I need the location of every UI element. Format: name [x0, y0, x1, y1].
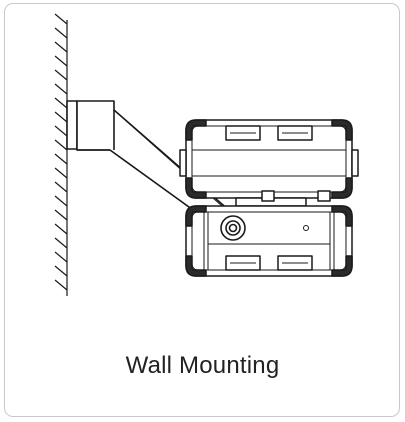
hatch-line: [54, 265, 68, 277]
hatch-line: [54, 167, 68, 179]
hatch-line: [54, 13, 68, 25]
hatch-line: [54, 195, 68, 207]
hatch-line: [54, 97, 68, 109]
hatch-line: [54, 125, 68, 137]
wall-hatch-icon: [54, 13, 68, 296]
hatch-line: [54, 55, 68, 67]
diagram-caption: Wall Mounting: [125, 352, 280, 379]
pivot-knob: [220, 215, 246, 241]
hatch-line: [54, 251, 68, 263]
hatch-line: [54, 69, 68, 81]
floodlight-fixture-icon: [179, 119, 359, 277]
hatch-line: [54, 209, 68, 221]
hatch-line: [54, 27, 68, 39]
hatch-line: [54, 41, 68, 53]
hatch-line: [54, 223, 68, 235]
hatch-line: [54, 279, 68, 291]
hatch-line: [54, 111, 68, 123]
hatch-line: [54, 83, 68, 95]
hatch-line: [54, 153, 68, 165]
hatch-line: [54, 139, 68, 151]
hatch-line: [54, 181, 68, 193]
hatch-line: [54, 237, 68, 249]
